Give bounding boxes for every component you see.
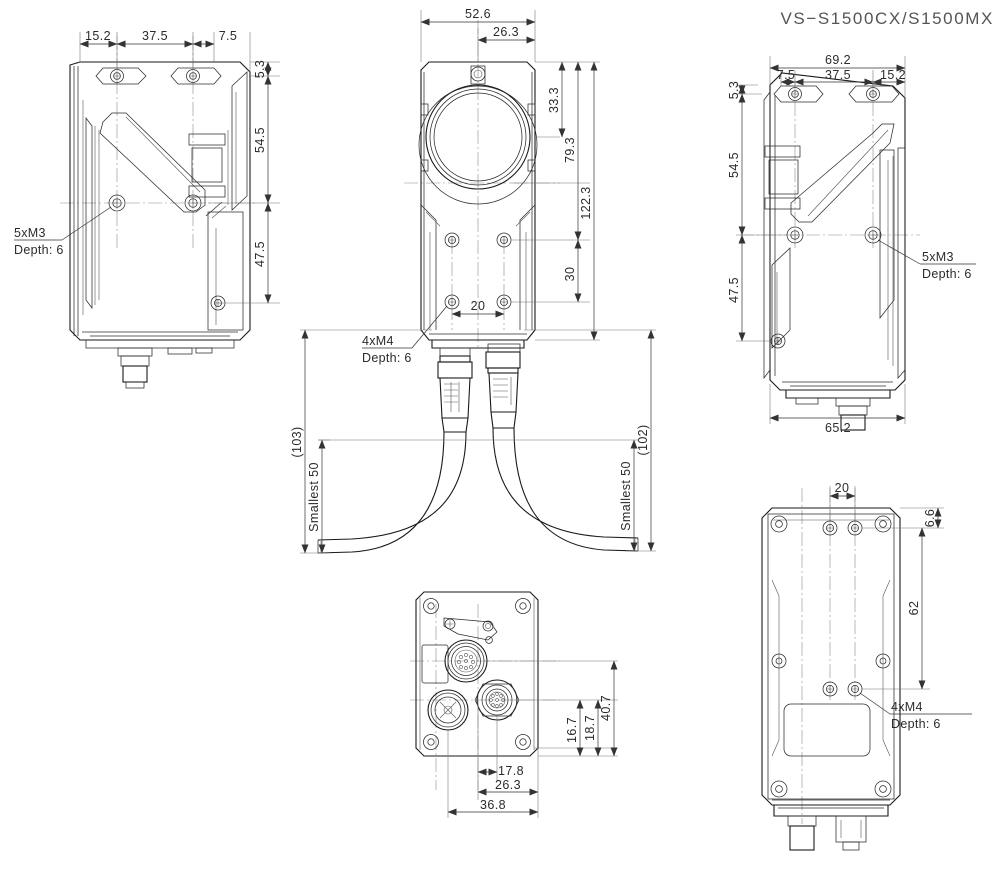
dim-bottom-26-3: 26.3 — [495, 778, 521, 792]
left-side-view: 15.2 37.5 7.5 5.3 54.5 47.5 5xM3 Depth: … — [14, 29, 280, 389]
dim-right-65-2: 65.2 — [825, 421, 851, 435]
callout-left-5xm3-line1: 5xM3 — [14, 226, 46, 240]
dim-left-54-5: 54.5 — [253, 127, 267, 153]
dim-rear-62: 62 — [907, 601, 921, 616]
dim-left-7-5: 7.5 — [219, 29, 238, 43]
callout-front-4xm4-line2: Depth: 6 — [362, 351, 412, 365]
right-side-view: 69.2 7.5 37.5 15.2 5.3 54.5 47.5 5xM3 De… — [727, 53, 976, 435]
dim-left-37-5: 37.5 — [142, 29, 168, 43]
dim-cable-left-overall: (103) — [290, 426, 304, 457]
callout-left-5xm3-line2: Depth: 6 — [14, 243, 64, 257]
dim-right-47-5: 47.5 — [727, 277, 741, 303]
dim-bottom-40-7: 40.7 — [599, 695, 613, 721]
dim-bottom-18-7: 18.7 — [583, 715, 597, 741]
front-view: 52.6 26.3 20 33.3 79.3 122.3 30 4xM4 Dep… — [290, 7, 656, 554]
bottom-view: 16.7 18.7 40.7 17.8 26.3 36.8 — [410, 591, 618, 818]
dim-front-20: 20 — [471, 299, 486, 313]
dim-bottom-17-8: 17.8 — [498, 764, 524, 778]
callout-right-5xm3-line2: Depth: 6 — [922, 267, 972, 281]
dim-right-54-5: 54.5 — [727, 152, 741, 178]
dim-right-5-3: 5.3 — [727, 81, 741, 100]
dim-front-79-3: 79.3 — [563, 137, 577, 163]
callout-right-5xm3-line1: 5xM3 — [922, 250, 954, 264]
dim-right-15-2: 15.2 — [880, 68, 906, 82]
dim-rear-6-6: 6.6 — [923, 509, 937, 528]
dim-rear-20: 20 — [835, 481, 850, 495]
rear-view: 20 6.6 62 4xM4 Depth: 6 — [761, 481, 972, 851]
dim-bottom-16-7: 16.7 — [565, 717, 579, 743]
dim-cable-right-bend: Smallest 50 — [619, 461, 633, 531]
dim-front-52-6: 52.6 — [465, 7, 491, 21]
connector-left — [317, 347, 473, 554]
dim-bottom-36-8: 36.8 — [480, 798, 506, 812]
dim-front-33-3: 33.3 — [547, 87, 561, 113]
dim-front-26-3: 26.3 — [493, 25, 519, 39]
dim-cable-left-bend: Smallest 50 — [307, 462, 321, 532]
connector-right — [485, 343, 639, 552]
dim-front-30: 30 — [563, 267, 577, 282]
dim-right-7-5: 7.5 — [777, 68, 796, 82]
dim-right-69-2: 69.2 — [825, 53, 851, 67]
callout-rear-4xm4-line2: Depth: 6 — [891, 717, 941, 731]
dim-right-37-5: 37.5 — [825, 68, 851, 82]
dim-left-15-2: 15.2 — [85, 29, 111, 43]
callout-rear-4xm4-line1: 4xM4 — [891, 700, 923, 714]
dim-cable-right-overall: (102) — [636, 424, 650, 455]
dim-left-47-5: 47.5 — [253, 241, 267, 267]
callout-front-4xm4-line1: 4xM4 — [362, 334, 394, 348]
drawing-title: VS−S1500CX/S1500MX — [780, 9, 994, 28]
dim-front-122-3: 122.3 — [579, 186, 593, 219]
dim-left-5-3: 5.3 — [253, 60, 267, 79]
